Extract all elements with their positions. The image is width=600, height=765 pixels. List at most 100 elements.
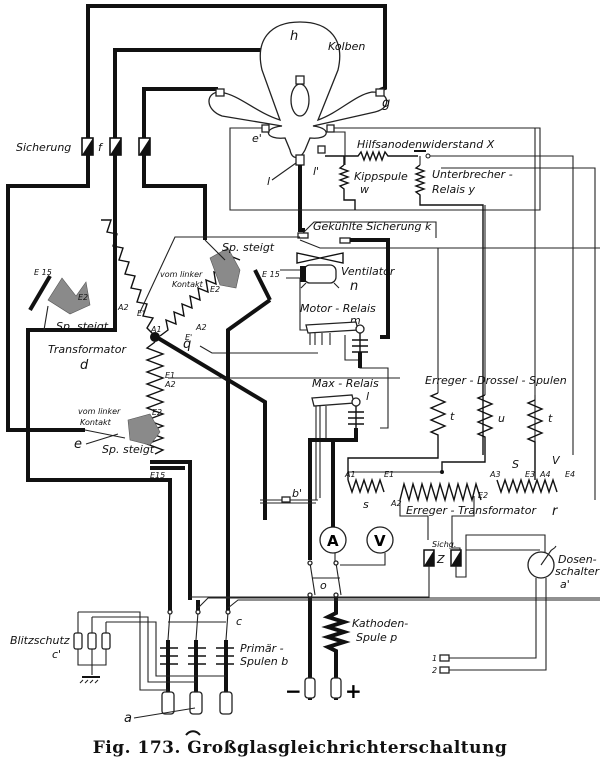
cooled-fuse-label: Gekühlte Sicherung k xyxy=(313,220,432,233)
motor-relay-label: Motor - Relais xyxy=(300,302,376,315)
aux-anode-resistor-label: Hilfsanodenwiderstand X xyxy=(357,138,495,151)
aux-anode-resistor xyxy=(325,150,418,162)
breaker-contact-point xyxy=(425,153,431,159)
tilt-coil-label: Kippspule xyxy=(354,170,408,183)
exciter-center-node xyxy=(440,470,444,474)
choke-t1 xyxy=(347,392,447,480)
box-switch-leads xyxy=(448,578,547,671)
fan-n xyxy=(296,252,344,289)
tap-a1: A1 xyxy=(150,325,162,334)
cathode-coil-label-1: Kathoden- xyxy=(352,617,408,630)
voltmeter xyxy=(366,526,394,554)
transformer-frame xyxy=(139,236,318,354)
exciter-a1: A1 xyxy=(344,470,356,479)
transformer-winding-left xyxy=(101,219,156,337)
exciter-winding-s-left xyxy=(347,477,385,495)
exciter-a4: A4 xyxy=(539,470,551,479)
electrode-l-label: l xyxy=(267,175,270,188)
motor-relay-letter: m xyxy=(350,314,361,327)
tap-changer-left xyxy=(47,277,91,315)
a1-heavy-lead xyxy=(156,336,267,520)
exciter-s-left: s xyxy=(363,498,369,511)
fuse-z-letter: Z xyxy=(436,553,445,566)
choke-u xyxy=(441,394,494,472)
contact-e: e xyxy=(74,437,82,452)
lightning-protection-c1 xyxy=(73,612,111,684)
tap-changer-right xyxy=(209,247,241,289)
fuse-label: Sicherung xyxy=(16,141,71,154)
tap-e1-right: E' xyxy=(185,333,192,342)
breaker-relay-label-2: Relais y xyxy=(432,183,475,196)
contact-b1 xyxy=(281,496,291,503)
tap-e2-right: E2 xyxy=(210,285,220,294)
contact-b1-label: b' xyxy=(292,487,302,500)
sp-steigt-top: Sp. steigt xyxy=(222,241,275,254)
dc-minus: − xyxy=(285,679,302,703)
primary-bus xyxy=(197,597,600,609)
exciter-s-top: S xyxy=(512,458,519,471)
lead-inner-down xyxy=(142,155,207,240)
max-relay-label: Max - Relais xyxy=(312,377,379,390)
tap-contact-bottom-heavy xyxy=(150,460,192,600)
terminal-1[interactable] xyxy=(439,654,450,662)
vom-linker-kontakt-top-1: vom linker xyxy=(160,270,203,279)
choke-u-letter: u xyxy=(498,412,505,425)
lightning-protection-letter: c' xyxy=(52,648,61,661)
breaker-lead xyxy=(430,155,574,455)
cathode-coil-label-2: Spule p xyxy=(356,631,397,644)
primary-feeds xyxy=(168,600,230,610)
tilt-coil-letter: w xyxy=(360,183,369,196)
exciter-v: V xyxy=(552,454,561,467)
tap-e15-left: E 15 xyxy=(34,268,52,277)
sp-steigt-top-arrow xyxy=(204,239,226,261)
aux-anode-loop xyxy=(229,127,541,211)
tap-e1-mid: E1 xyxy=(165,371,175,380)
fan-label: Ventilator xyxy=(341,265,396,278)
fuse-z-right-lead xyxy=(455,534,546,578)
bulb-label: Kolben xyxy=(328,40,365,53)
dc-output-plugs[interactable] xyxy=(304,677,342,699)
anode-lead-inner xyxy=(142,87,218,142)
tap-e15-bottom: E15 xyxy=(150,471,165,480)
tap-contact-left xyxy=(28,274,52,312)
fuse-z-label: Sichg. xyxy=(432,540,456,549)
box-switch-letter: a' xyxy=(560,578,570,591)
fuse-z-left-lead xyxy=(190,566,430,598)
tilt-coil-conductor xyxy=(326,131,346,165)
exciter-winding-s-right xyxy=(496,477,558,495)
exciter-e1: E1 xyxy=(384,470,394,479)
primary-coils-label-1: Primär - xyxy=(240,642,284,655)
transformer-label: Transformator xyxy=(48,343,127,356)
plug-a-pointer xyxy=(133,707,196,719)
primary-switch-c[interactable] xyxy=(167,609,231,641)
primary-plugs[interactable] xyxy=(161,691,233,715)
transformer-letter: d xyxy=(80,358,89,373)
breaker-relay-label-1: Unterbrecher - xyxy=(432,168,513,181)
primary-switch-label: c xyxy=(236,615,242,628)
exciter-e3: E3 xyxy=(525,470,535,479)
tap-e1-left: E' xyxy=(137,309,144,318)
fan-letter: n xyxy=(350,279,358,294)
choke-t2-letter: t xyxy=(548,412,553,425)
primary-coils-label-2: Spulen b xyxy=(240,655,288,668)
exciter-a2: A2 xyxy=(390,499,402,508)
transformer-winding-bottom xyxy=(145,341,165,455)
main-switch-o[interactable] xyxy=(307,560,342,598)
tap-changer-bottom xyxy=(127,413,161,446)
anode-g-label: g xyxy=(382,96,390,111)
exciter-a3: A3 xyxy=(489,470,501,479)
lead-right-tap-down xyxy=(226,298,272,600)
cooled-fuse-frame xyxy=(299,221,437,238)
tap-a2-left: A2 xyxy=(117,303,129,312)
exciter-winding-primary xyxy=(399,481,482,503)
anode-lead-outer xyxy=(86,4,387,142)
lead-outer-down xyxy=(6,155,90,432)
box-switch-label-2: schalter xyxy=(555,565,600,578)
breaker-relay-outer-lead xyxy=(441,167,596,500)
tap-e2-left: E2 xyxy=(78,293,88,302)
electrode-e1-label: e' xyxy=(252,132,262,145)
terminal-2-label: 2 xyxy=(432,666,437,675)
lead-middle-down xyxy=(26,155,172,600)
terminal-2[interactable] xyxy=(439,666,450,674)
